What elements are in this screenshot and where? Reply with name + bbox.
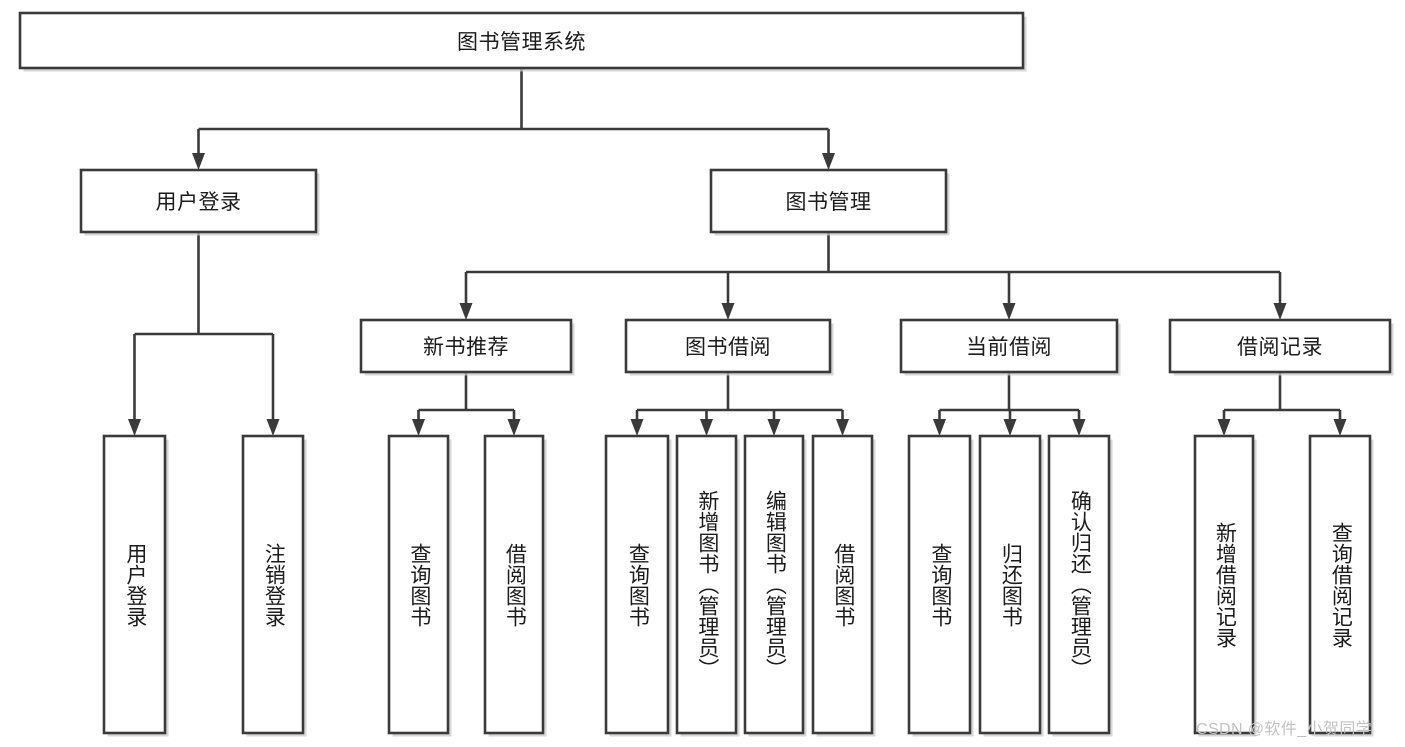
node-box-root[interactable] — [18, 11, 1025, 70]
node-box-leaf-query-book-2[interactable] — [604, 434, 670, 735]
node-box-leaf-return-book[interactable] — [978, 434, 1042, 735]
node-box-leaf-add-record[interactable] — [1193, 434, 1255, 735]
node-box-leaf-confirm-return[interactable] — [1047, 434, 1111, 735]
node-box-book-manage[interactable] — [709, 168, 948, 234]
node-box-leaf-borrow-book-1[interactable] — [483, 434, 545, 735]
node-box-leaf-borrow-book-2[interactable] — [811, 434, 874, 735]
node-box-leaf-query-book-1[interactable] — [387, 434, 450, 735]
node-boxes-layer — [18, 11, 1392, 735]
node-box-leaf-add-book[interactable] — [675, 434, 738, 735]
node-box-leaf-query-record[interactable] — [1308, 434, 1372, 735]
node-box-book-borrow[interactable] — [624, 318, 832, 374]
node-box-borrow-record[interactable] — [1168, 318, 1392, 374]
node-box-leaf-query-book-3[interactable] — [907, 434, 972, 735]
node-box-leaf-user-login[interactable] — [102, 434, 167, 735]
node-box-leaf-edit-book[interactable] — [743, 434, 805, 735]
node-box-user-login[interactable] — [79, 168, 318, 234]
node-box-current-borrow[interactable] — [899, 318, 1119, 374]
node-box-new-book-recommend[interactable] — [359, 318, 573, 374]
edges-layer — [128, 68, 1347, 436]
node-box-leaf-user-logout[interactable] — [241, 434, 305, 735]
